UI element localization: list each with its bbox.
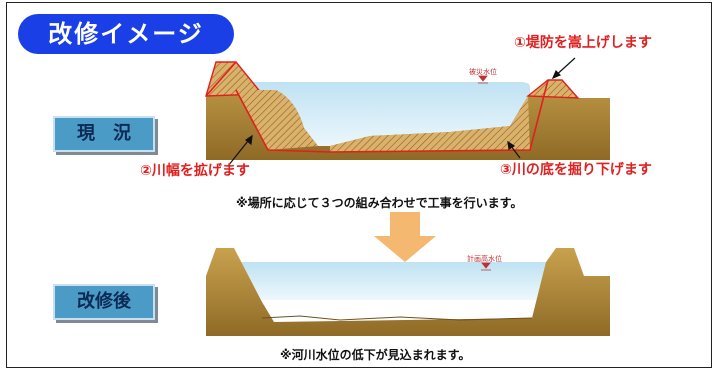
transition-arrow	[374, 212, 436, 262]
note-widen-river: ②川幅を拡げます	[140, 163, 250, 179]
after-section	[206, 248, 610, 336]
current-section	[205, 61, 610, 160]
widen-area	[236, 90, 318, 150]
levee-raise-right	[526, 79, 580, 99]
note-dig-bed: ③川の底を掘り下げます	[500, 162, 652, 178]
note-combination: ※場所に応じて３つの組み合わせで工事を行います。	[236, 196, 523, 210]
plan-level-marker	[481, 262, 491, 271]
title-badge: 改修イメージ	[18, 14, 234, 54]
after-label: 改修後	[53, 284, 155, 320]
after-water	[234, 262, 560, 300]
planned-profile-line	[205, 61, 549, 153]
flood-level-label: 被災水位	[469, 68, 497, 76]
note-lower-level: ※河川水位の低下が見込まれます。	[280, 348, 471, 362]
after-earth	[206, 248, 610, 336]
annotation-arrows	[227, 57, 576, 167]
current-label: 現 況	[53, 116, 155, 152]
dig-area	[330, 96, 530, 152]
plan-level-label: 計画高水位	[467, 255, 502, 263]
after-bed-line	[261, 315, 533, 321]
note-raise-levee: ①堤防を嵩上げします	[514, 35, 652, 51]
flood-level-marker	[478, 75, 488, 84]
